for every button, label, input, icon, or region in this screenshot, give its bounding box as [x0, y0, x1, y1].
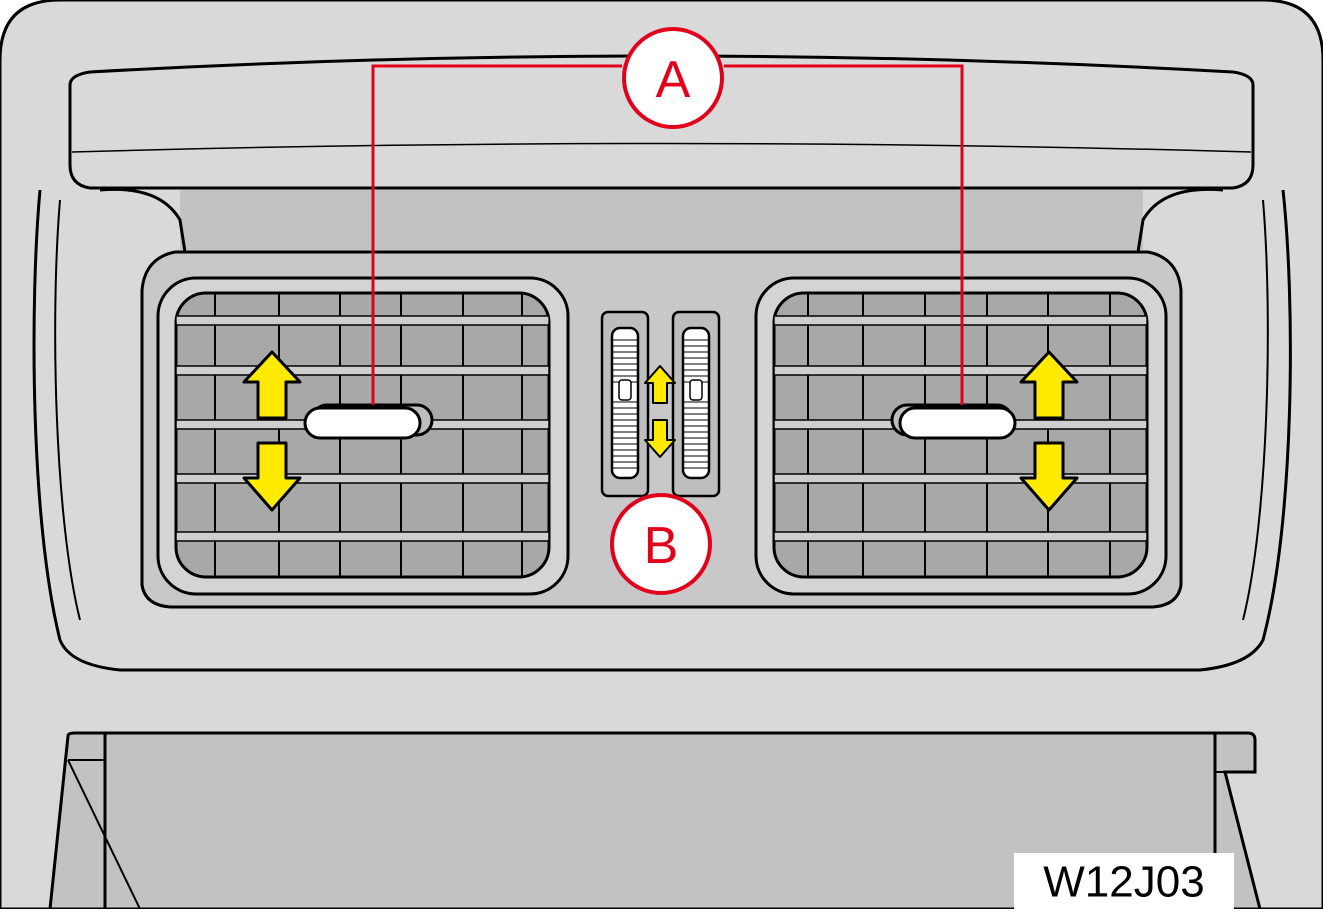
- left-air-vent[interactable]: [156, 276, 570, 596]
- arrow-up-icon: [644, 365, 676, 404]
- right-thumbwheel[interactable]: [681, 326, 711, 480]
- airflow-thumbwheels[interactable]: [600, 310, 721, 498]
- arrow-up-icon: [1019, 350, 1079, 420]
- callout-b: B: [610, 493, 712, 595]
- figure-code: W12J03: [1014, 853, 1234, 909]
- left-thumbwheel[interactable]: [610, 326, 640, 480]
- arrow-down-icon: [644, 419, 676, 458]
- callout-a-label: A: [656, 51, 691, 109]
- figure-code-label: W12J03: [1043, 858, 1204, 907]
- callout-a: A: [622, 27, 724, 129]
- arrow-down-icon: [1019, 441, 1079, 512]
- lower-compartment: [48, 731, 1262, 911]
- callout-a-leader: [371, 64, 964, 405]
- arrow-up-icon: [242, 350, 302, 420]
- callout-b-label: B: [644, 517, 679, 575]
- arrow-down-icon: [242, 441, 302, 512]
- left-vent-adjuster-knob[interactable]: [303, 403, 434, 440]
- right-vent-adjuster-knob[interactable]: [890, 403, 1017, 440]
